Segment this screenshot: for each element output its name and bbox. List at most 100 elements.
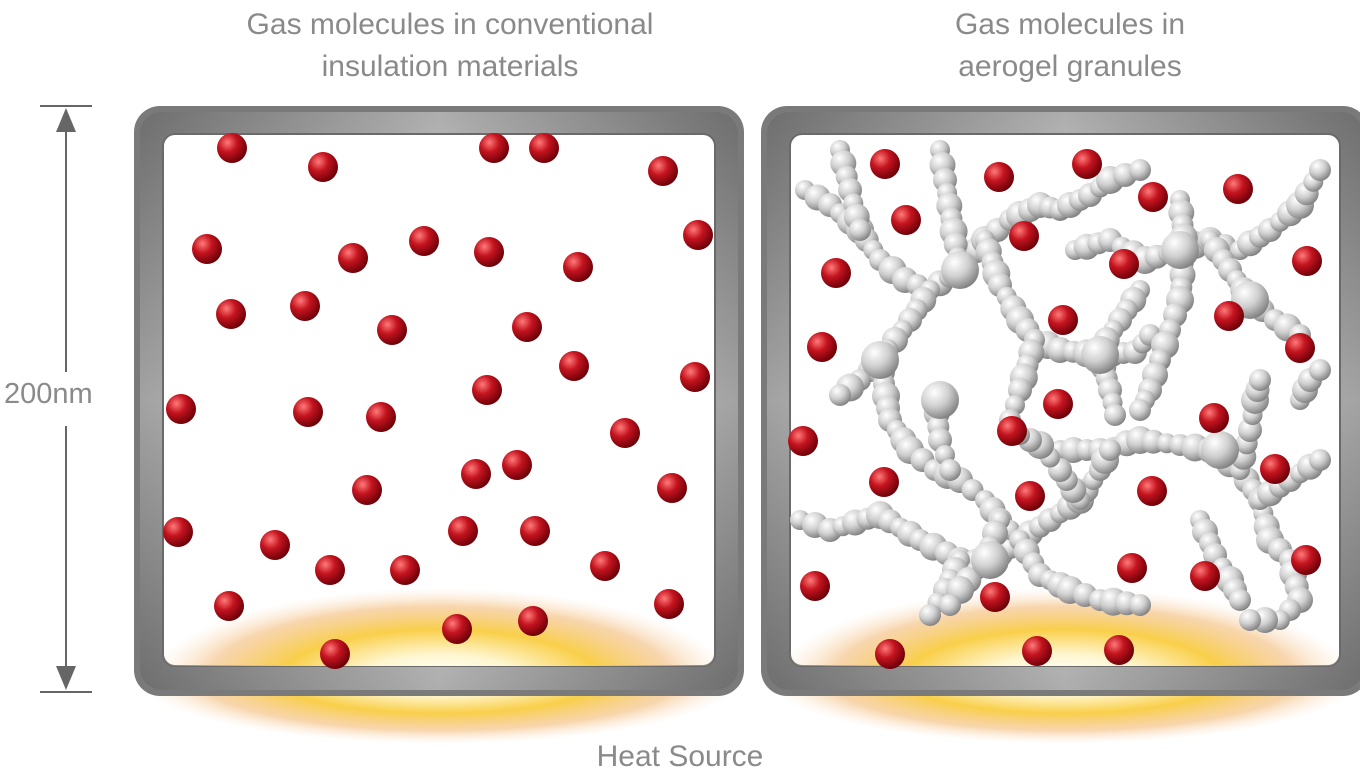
aerogel-node bbox=[861, 341, 899, 379]
gas-molecule bbox=[984, 162, 1014, 192]
gas-molecule bbox=[870, 149, 900, 179]
left-title-line1: Gas molecules in conventional bbox=[246, 8, 654, 41]
gas-molecule bbox=[512, 312, 542, 342]
aerogel-particle bbox=[1309, 449, 1331, 471]
aerogel-particle bbox=[1104, 404, 1126, 426]
gas-molecule bbox=[214, 591, 244, 621]
gas-molecule bbox=[788, 426, 818, 456]
gas-molecule bbox=[520, 516, 550, 546]
gas-molecule bbox=[293, 397, 323, 427]
aerogel-particle bbox=[1309, 159, 1331, 181]
gas-molecule bbox=[1260, 454, 1290, 484]
gas-molecule bbox=[680, 362, 710, 392]
dimension-label: 200nm bbox=[4, 378, 93, 410]
gas-molecule bbox=[529, 133, 559, 163]
gas-molecule bbox=[654, 589, 684, 619]
gas-molecule bbox=[980, 582, 1010, 612]
gas-molecule bbox=[1137, 476, 1167, 506]
gas-molecule bbox=[1285, 333, 1315, 363]
aerogel-node bbox=[921, 381, 959, 419]
left-panel-title: Gas molecules in conventional insulation… bbox=[150, 4, 750, 88]
gas-molecule bbox=[502, 450, 532, 480]
heat-source-label: Heat Source bbox=[596, 740, 764, 773]
gas-molecule bbox=[1043, 389, 1073, 419]
gas-molecule bbox=[1292, 246, 1322, 276]
gas-molecule bbox=[290, 291, 320, 321]
aerogel-node bbox=[1081, 336, 1119, 374]
gas-molecule bbox=[1022, 636, 1052, 666]
aerogel-particle bbox=[1249, 369, 1271, 391]
gas-molecule bbox=[315, 555, 345, 585]
gas-molecule bbox=[807, 332, 837, 362]
gas-molecule bbox=[461, 459, 491, 489]
left-container bbox=[134, 106, 744, 696]
left-gas-molecules bbox=[163, 133, 713, 669]
gas-molecule bbox=[1190, 561, 1220, 591]
gas-molecule bbox=[518, 606, 548, 636]
gas-molecule bbox=[192, 234, 222, 264]
aerogel-particle bbox=[939, 459, 961, 481]
gas-molecule bbox=[474, 237, 504, 267]
right-panel-title: Gas molecules in aerogel granules bbox=[790, 4, 1350, 88]
aerogel-node bbox=[1201, 431, 1239, 469]
gas-molecule bbox=[648, 156, 678, 186]
gas-molecule bbox=[217, 133, 247, 163]
gas-molecule bbox=[352, 475, 382, 505]
gas-molecule bbox=[163, 517, 193, 547]
gas-molecule bbox=[1291, 545, 1321, 575]
gas-molecule bbox=[1214, 301, 1244, 331]
aerogel-particle bbox=[1129, 594, 1151, 616]
gas-molecule bbox=[875, 639, 905, 669]
arrow-up-icon bbox=[56, 108, 76, 132]
gas-molecule bbox=[563, 252, 593, 282]
gas-molecule bbox=[1072, 149, 1102, 179]
aerogel-particle bbox=[1229, 589, 1251, 611]
gas-molecule bbox=[821, 258, 851, 288]
aerogel-particle bbox=[849, 219, 871, 241]
aerogel-particle bbox=[939, 594, 961, 616]
gas-molecule bbox=[1138, 182, 1168, 212]
gas-molecule bbox=[1048, 305, 1078, 335]
gas-molecule bbox=[308, 152, 338, 182]
aerogel-particle bbox=[1099, 439, 1121, 461]
gas-molecule bbox=[559, 351, 589, 381]
aerogel-particle bbox=[1309, 359, 1331, 381]
right-title-line2: aerogel granules bbox=[958, 50, 1182, 83]
right-title-line1: Gas molecules in bbox=[954, 8, 1186, 41]
gas-molecule bbox=[657, 473, 687, 503]
gas-molecule bbox=[216, 299, 246, 329]
gas-molecule bbox=[260, 530, 290, 560]
gas-molecule bbox=[377, 315, 407, 345]
aerogel-node bbox=[941, 251, 979, 289]
gas-molecule bbox=[479, 133, 509, 163]
gas-molecule bbox=[891, 205, 921, 235]
gas-molecule bbox=[610, 418, 640, 448]
gas-molecule bbox=[1199, 403, 1229, 433]
gas-molecule bbox=[590, 551, 620, 581]
aerogel-particle bbox=[919, 604, 941, 626]
gas-molecule bbox=[442, 614, 472, 644]
aerogel-particle bbox=[829, 384, 851, 406]
gas-molecule bbox=[166, 394, 196, 424]
gas-molecule bbox=[1117, 553, 1147, 583]
gas-molecule bbox=[1015, 481, 1045, 511]
gas-molecule bbox=[1009, 221, 1039, 251]
gas-molecule bbox=[448, 516, 478, 546]
aerogel-particle bbox=[1129, 159, 1151, 181]
right-gas-molecules bbox=[788, 149, 1322, 669]
gas-molecule bbox=[800, 571, 830, 601]
gas-molecule bbox=[366, 402, 396, 432]
aerogel-node bbox=[1161, 231, 1199, 269]
gas-molecule bbox=[683, 220, 713, 250]
gas-molecule bbox=[869, 467, 899, 497]
left-title-line2: insulation materials bbox=[321, 50, 579, 83]
gas-molecule bbox=[1104, 635, 1134, 665]
gas-molecule bbox=[1223, 174, 1253, 204]
gas-molecule bbox=[472, 375, 502, 405]
aerogel-network bbox=[790, 140, 1331, 633]
aerogel-particle bbox=[1239, 609, 1261, 631]
aerogel-node bbox=[971, 541, 1009, 579]
gas-molecule bbox=[1109, 249, 1139, 279]
aerogel-particle bbox=[1129, 399, 1151, 421]
